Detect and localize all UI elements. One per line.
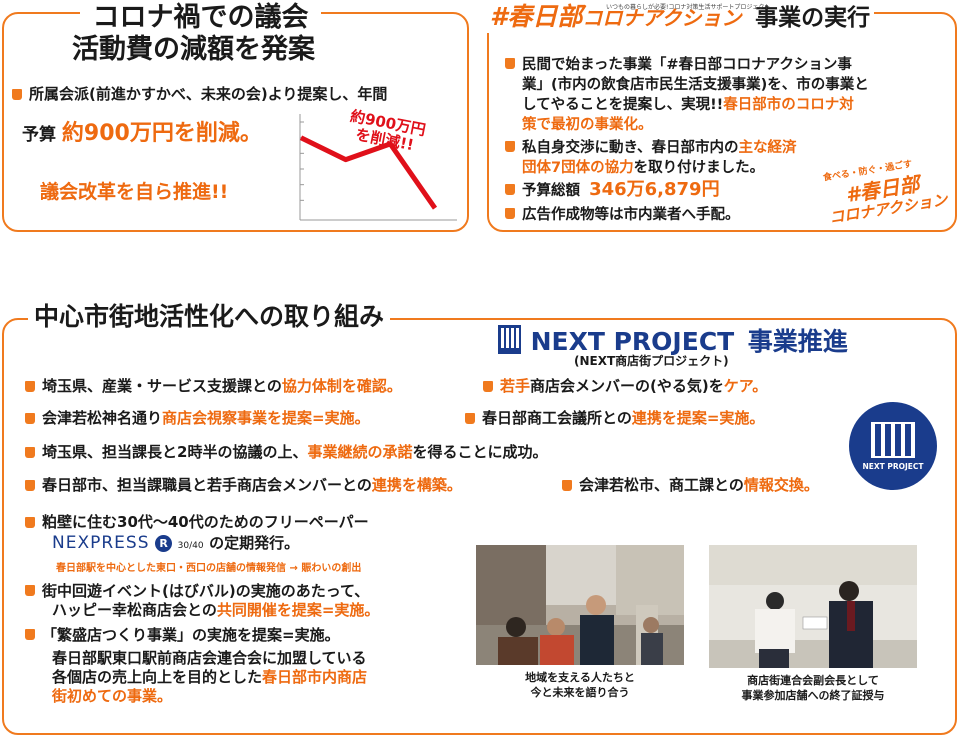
r2b-hl: 連携を提案=実施。 bbox=[631, 409, 765, 427]
panel-a-bullet-1: 所属会派(前進かすかべ、未来の会)より提案し、年間 bbox=[12, 85, 387, 103]
b2-line2b: を取り付けました。 bbox=[633, 160, 765, 176]
r3-hl: 事業継続の承諾 bbox=[307, 443, 413, 461]
b1-line4-hl: 策で最初の事業化。 bbox=[522, 117, 653, 133]
photo1-caption-line1: 地域を支える人たちと bbox=[525, 671, 635, 684]
budget-value: 約900万円を削減。 bbox=[61, 121, 262, 146]
nexpress-end: の定期発行。 bbox=[209, 534, 300, 552]
r7-line2: 春日部駅東口駅前商店会連合会に加盟している bbox=[52, 649, 367, 667]
panel-c-title: 中心市街地活性化への取り組み bbox=[28, 300, 391, 334]
bullet-marker bbox=[12, 89, 22, 100]
panel-a-title-line2: 活動費の減額を発案 bbox=[72, 34, 315, 65]
r3-end: を得ることに成功。 bbox=[412, 443, 548, 461]
hashtag-text: #春日部 bbox=[490, 2, 583, 31]
r4a-text: 春日部市、担当課職員と若手商店会メンバーとの bbox=[42, 476, 372, 494]
row-2a: 会津若松神名通り商店会視察事業を提案=実施。 bbox=[25, 409, 370, 427]
r1a-text: 埼玉県、産業・サービス支援課との bbox=[42, 377, 282, 395]
r1a-hl: 協力体制を確認。 bbox=[281, 377, 402, 395]
r7-line1: 「繁盛店つくり事業」の実施を提案=実施。 bbox=[42, 626, 340, 644]
r1b-text: 商店会メンバーの(やる気)を bbox=[530, 377, 724, 395]
photo-street-talk-svg bbox=[476, 545, 684, 665]
nexpress-logo: NEXPRESS bbox=[52, 533, 150, 553]
reduction-chart-svg bbox=[299, 114, 457, 221]
r4a-hl: 連携を構築。 bbox=[371, 476, 462, 494]
photo1-caption-line2: 今と未来を語り合う bbox=[530, 686, 630, 699]
panel-a-title: コロナ禍での議会 活動費の減額を発案 bbox=[72, 2, 321, 66]
budget-prefix: 予算 bbox=[22, 125, 56, 145]
b2-line2a: 団体7団体の協力 bbox=[522, 160, 634, 176]
r5-text: 粕壁に住む30代〜40代のためのフリーペーパー bbox=[42, 513, 369, 531]
r4b-text: 会津若松市、商工課との bbox=[579, 476, 744, 494]
row-6: 街中回遊イベント(はびバル)の実施のあたって、 ハッピー幸松商店会との共同開催を… bbox=[25, 582, 379, 620]
r4b-hl: 情報交換。 bbox=[743, 476, 819, 494]
b3-value: 346万6,879円 bbox=[589, 179, 720, 200]
row-1a: 埼玉県、産業・サービス支援課との協力体制を確認。 bbox=[25, 377, 402, 395]
panel-b-bullet-3: 予算総額 346万6,879円 bbox=[505, 180, 720, 201]
r2a-hl: 商店会視察事業を提案=実施。 bbox=[162, 409, 370, 427]
b1-line3-hl: 春日部市のコロナ対 bbox=[723, 97, 854, 113]
photo-certificate-svg bbox=[709, 545, 917, 668]
logo-stripes-icon bbox=[871, 422, 915, 458]
photo2-caption-line2: 事業参加店舗への終了証授与 bbox=[741, 689, 885, 702]
r6-line2: ハッピー幸松商店会との bbox=[52, 601, 217, 619]
nexpress-r-icon: R bbox=[155, 535, 173, 552]
r2a-text: 会津若松神名通り bbox=[42, 409, 163, 427]
b1-line1: 民間で始まった事業「#春日部コロナアクション事 bbox=[522, 57, 852, 73]
panel-b-bullet-2: 私自身交渉に動き、春日部市内の主な経済 団体7団体の協力を取り付けました。 bbox=[505, 138, 796, 178]
r7-line3: 各個店の売上向上を目的とした bbox=[52, 668, 263, 686]
panel-a-budget: 予算 約900万円を削減。 bbox=[22, 122, 262, 147]
panel-b-bullet-1: 民間で始まった事業「#春日部コロナアクション事 業」(市内の飲食店市民生活支援事… bbox=[505, 55, 869, 135]
row-2b: 春日部商工会議所との連携を提案=実施。 bbox=[465, 409, 764, 427]
r7-line4-hl: 街初めての事業。 bbox=[52, 687, 173, 705]
r3-text: 埼玉県、担当課長と2時半の協議の上、 bbox=[42, 443, 308, 461]
reduction-chart bbox=[297, 112, 460, 224]
panel-a-bullet-1-text: 所属会派(前進かすかべ、未来の会)より提案し、年間 bbox=[29, 85, 388, 103]
b1-line2: 業」(市内の飲食店市民生活支援事業)を、市の事業と bbox=[522, 77, 869, 93]
b2-line1b: 主な経済 bbox=[738, 140, 797, 156]
next-project-suffix: 事業推進 bbox=[747, 327, 848, 356]
chart-series-line bbox=[299, 135, 438, 210]
next-project-heading: NEXT PROJECT 事業推進 bbox=[498, 322, 848, 358]
tiny-caption: いつもの暮らしが必要!コロナ対策生活サポートプロジェクト bbox=[606, 4, 771, 11]
row-1b: 若手商店会メンバーの(やる気)をケア。 bbox=[483, 377, 767, 395]
row-4b: 会津若松市、商工課との情報交換。 bbox=[562, 476, 819, 494]
row-7: 「繁盛店つくり事業」の実施を提案=実施。 春日部駅東口駅前商店会連合会に加盟して… bbox=[25, 626, 367, 706]
next-stripes-icon bbox=[498, 325, 521, 354]
r2b-text: 春日部商工会議所との bbox=[482, 409, 632, 427]
b4-text: 広告作成物等は市内業者へ手配。 bbox=[522, 207, 740, 223]
row-4a: 春日部市、担当課職員と若手商店会メンバーとの連携を構築。 bbox=[25, 476, 462, 494]
r7-line3-hl: 春日部市内商店 bbox=[262, 668, 368, 686]
next-project-logo: NEXT PROJECT bbox=[849, 402, 937, 490]
next-project-sub: (NEXT商店街プロジェクト) bbox=[574, 354, 729, 368]
panel-b-title: #春日部コロナアクション 事業の実行 bbox=[486, 2, 875, 33]
row-5: 粕壁に住む30代〜40代のためのフリーペーパー bbox=[25, 513, 369, 531]
r6-line1: 街中回遊イベント(はびバル)の実施のあたって、 bbox=[42, 582, 370, 600]
b2-line1a: 私自身交渉に動き、春日部市内の bbox=[522, 140, 739, 156]
panel-a-title-line1: コロナ禍での議会 bbox=[92, 2, 309, 33]
row-3: 埼玉県、担当課長と2時半の協議の上、事業継続の承諾を得ることに成功。 bbox=[25, 443, 547, 461]
nexpress-note: 春日部駅を中心とした東口・西口の店舗の情報発信 → 賑わいの創出 bbox=[56, 563, 362, 574]
next-project-title: NEXT PROJECT bbox=[530, 327, 735, 356]
photo1-caption: 地域を支える人たちと 今と未来を語り合う bbox=[476, 670, 684, 700]
photo2-caption-line1: 商店街連合会副会長として bbox=[747, 674, 879, 687]
logo-text: NEXT PROJECT bbox=[862, 462, 924, 471]
b1-line3: してやることを提案し、実現!! bbox=[522, 97, 724, 113]
nexpress-line: NEXPRESS R 30/40 の定期発行。 bbox=[52, 532, 299, 553]
panel-b-title-suffix: 事業の実行 bbox=[755, 5, 871, 31]
r1b-hl: 若手 bbox=[500, 377, 531, 395]
panel-b-bullet-4: 広告作成物等は市内業者へ手配。 bbox=[505, 205, 740, 225]
photo-certificate bbox=[709, 545, 917, 668]
photo-street-talk bbox=[476, 545, 684, 665]
r6-line2-hl: 共同開催を提案=実施。 bbox=[216, 601, 380, 619]
action-text: コロナアクション bbox=[582, 6, 742, 30]
nexpress-sub: 30/40 bbox=[177, 541, 204, 551]
photo2-caption: 商店街連合会副会長として 事業参加店舗への終了証授与 bbox=[709, 673, 917, 703]
b3-label: 予算総額 bbox=[522, 183, 580, 199]
r1b-hl2: ケア。 bbox=[723, 377, 768, 395]
panel-a-reform: 議会改革を自ら推進!! bbox=[40, 181, 229, 203]
